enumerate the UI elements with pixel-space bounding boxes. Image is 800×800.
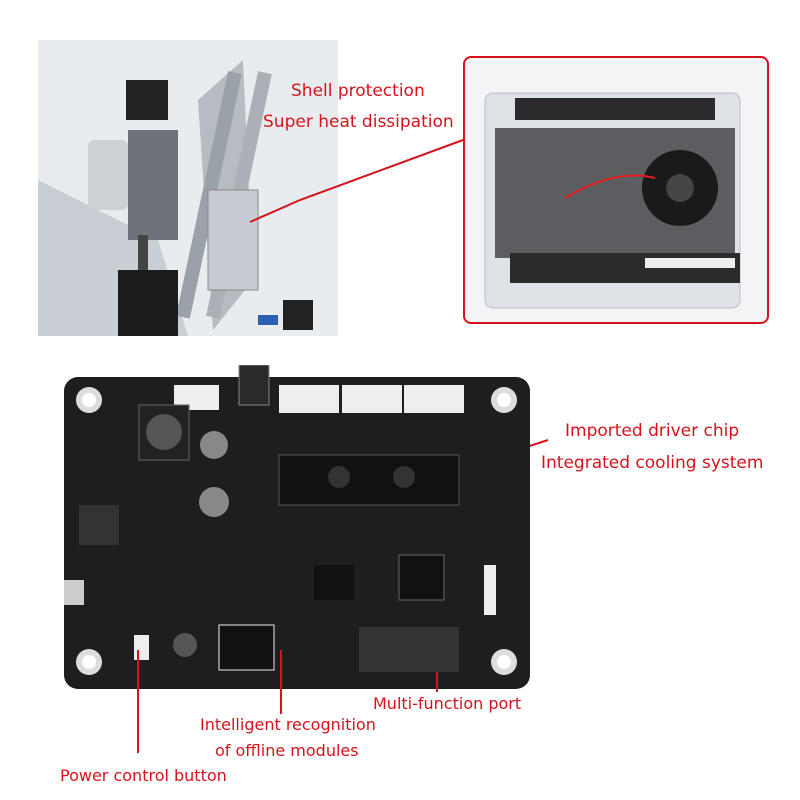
offline-recognition-label: Intelligent recognition xyxy=(200,715,376,734)
enclosure-photo-frame xyxy=(463,56,769,324)
power-callout-line xyxy=(137,650,139,753)
cooling-system-label: Integrated cooling system xyxy=(541,453,764,473)
multi-port-callout-line xyxy=(436,672,438,692)
multi-function-port-label: Multi-function port xyxy=(373,694,522,713)
enclosure-photo xyxy=(484,92,741,309)
shell-protection-label: Shell protection xyxy=(291,81,425,101)
offline-callout-line xyxy=(280,650,282,714)
driver-chip-label: Imported driver chip xyxy=(565,421,740,441)
control-board-photo xyxy=(64,365,530,689)
heat-dissipation-label: Super heat dissipation xyxy=(263,112,454,132)
power-button-label: Power control button xyxy=(60,766,227,785)
offline-modules-label: of offline modules xyxy=(215,741,359,760)
